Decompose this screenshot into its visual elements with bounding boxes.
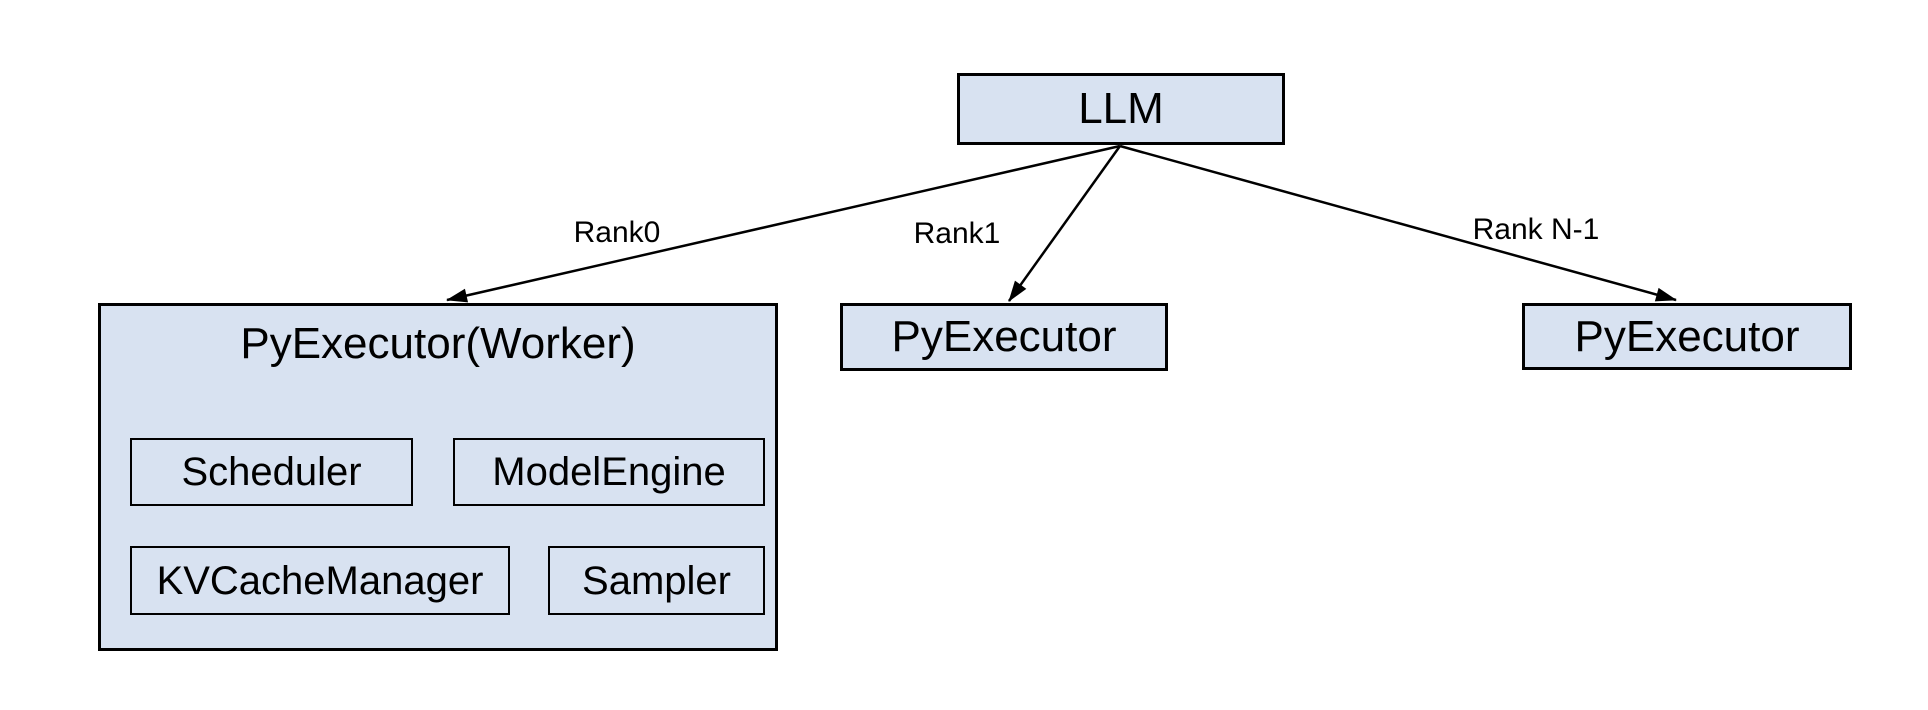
pyexecutor-rank-n-1-box: PyExecutor (1522, 303, 1852, 370)
pyexecutor-worker-title: PyExecutor(Worker) (240, 319, 636, 368)
edge-label-rank0: Rank0 (573, 216, 661, 249)
modelengine-label: ModelEngine (492, 450, 726, 494)
sampler-box: Sampler (548, 546, 765, 615)
kvcachemanager-box: KVCacheManager (130, 546, 510, 615)
sampler-label: Sampler (582, 558, 731, 603)
pyexecutor-rank-n-1-label: PyExecutor (1574, 311, 1800, 361)
edge-label-rank-n-1: Rank N-1 (1472, 213, 1600, 246)
edge-label-rank1: Rank1 (913, 217, 1001, 250)
llm-label: LLM (1078, 84, 1164, 133)
scheduler-label: Scheduler (181, 450, 362, 494)
pyexecutor-worker-box: PyExecutor(Worker) Scheduler ModelEngine… (98, 303, 778, 651)
edge-rank0-arrow (446, 144, 1121, 303)
pyexecutor-rank1-box: PyExecutor (840, 303, 1168, 371)
llm-box: LLM (957, 73, 1285, 145)
pyexecutor-rank1-label: PyExecutor (891, 312, 1117, 361)
edge-rank1-arrow (1007, 145, 1122, 302)
modelengine-box: ModelEngine (453, 438, 765, 506)
scheduler-box: Scheduler (130, 438, 413, 506)
kvcachemanager-label: KVCacheManager (156, 558, 484, 603)
